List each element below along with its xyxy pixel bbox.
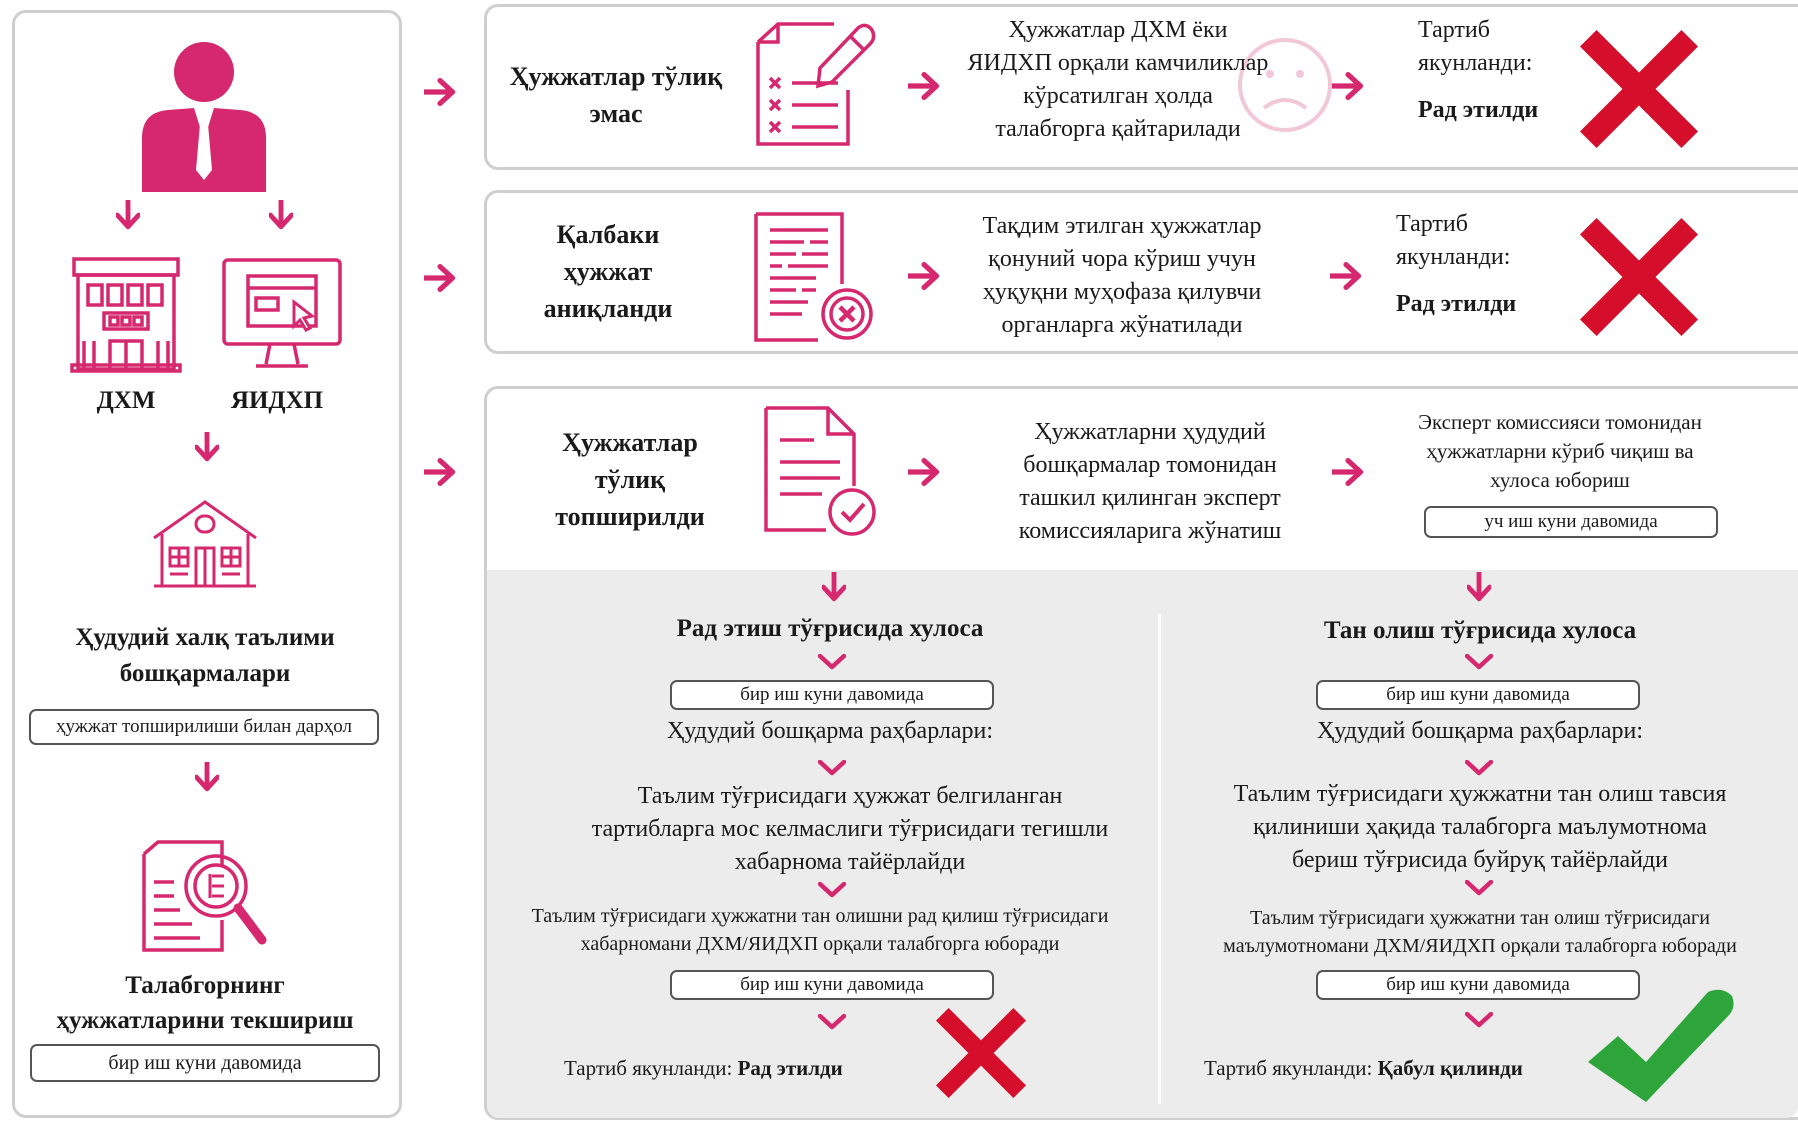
yaidhp-label: ЯИДХП (230, 387, 324, 414)
arrow-icon (195, 432, 219, 462)
arrow-icon (269, 200, 293, 230)
chevron-down-icon (818, 654, 846, 670)
row3-expert: Эксперт комиссияси томонидан ҳужжатларни… (1418, 410, 1702, 492)
arrow-icon (424, 78, 456, 106)
arrow-icon (1467, 572, 1491, 602)
accept-prepare: Таълим тўғрисидаги ҳужжатни тан олиш тав… (1233, 781, 1727, 873)
expert-timing-pill: уч иш куни давомида (1424, 506, 1718, 538)
reject-heads: Ҳудудий бошқарма раҳбарлари: (666, 718, 994, 744)
arrow-icon (116, 200, 140, 230)
reject-final: Тартиб якунланди: Рад этилди (564, 1056, 843, 1080)
arrow-icon (424, 264, 456, 292)
arrow-icon (424, 458, 456, 486)
arrow-icon (822, 572, 846, 602)
chevron-down-icon (818, 882, 846, 898)
row3-description: Ҳужжатларни ҳудудий бошқармалар томонида… (1018, 419, 1282, 544)
chevron-down-icon (1465, 880, 1493, 896)
chevron-down-icon (1465, 760, 1493, 776)
chevron-down-icon (1465, 1012, 1493, 1028)
row1-title: Ҳужжатлар тўлиқ эмас (509, 62, 723, 128)
arrow-icon (1330, 262, 1362, 290)
document-search-icon (142, 840, 267, 952)
reject-cross-icon (1580, 218, 1698, 336)
check-timing-pill: бир иш куни давомида (30, 1044, 380, 1082)
row3-title: Ҳужжатлар тўлиқ топширилди (555, 428, 705, 531)
reject-prepare: Таълим тўғрисидаги ҳужжат белгиланган та… (591, 783, 1109, 875)
accept-final: Тартиб якунланди: Қабул қилинди (1204, 1056, 1523, 1080)
school-icon (153, 500, 257, 588)
document-check-icon (764, 406, 876, 536)
chevron-down-icon (818, 1014, 846, 1030)
accept-timing-pill-1: бир иш куни давомида (1316, 680, 1640, 710)
arrow-icon (195, 762, 219, 792)
row2-description: Тақдим этилган ҳужжатлар қонуний чора кў… (982, 213, 1262, 338)
row2-panel (484, 190, 1798, 354)
row1-description: Ҳужжатлар ДХМ ёки ЯИДХП орқали камчиликл… (967, 17, 1269, 142)
reject-branch-title: Рад этиш тўғрисида хулоса (676, 615, 984, 642)
row2-result: Тартиб якунланди: Рад этилди (1396, 211, 1517, 317)
office-timing-pill: ҳужжат топширилиши билан дарҳол (29, 709, 379, 745)
check-title: Талабгорнинг ҳужжатларини текшириш (56, 972, 354, 1034)
reject-cross-icon (1580, 30, 1698, 148)
sad-face-icon (1238, 38, 1332, 132)
document-edit-icon (756, 22, 876, 146)
row2-title: Қалбаки ҳужжат аниқланди (543, 220, 673, 323)
accept-timing-pill-2: бир иш куни давомида (1316, 970, 1640, 1000)
arrow-icon (1332, 72, 1364, 100)
accept-send: Таълим тўғрисидаги ҳужжатни тан олиш тўғ… (1223, 907, 1737, 957)
accept-branch-title: Тан олиш тўғрисида хулоса (1323, 617, 1637, 644)
dhm-label: ДХМ (96, 387, 156, 414)
office-title: Ҳудудий халқ таълими бошқармалари (75, 624, 335, 687)
chevron-down-icon (1465, 654, 1493, 670)
building-icon (70, 257, 182, 373)
reject-cross-icon (936, 1008, 1026, 1098)
row1-result: Тартиб якунланди: Рад этилди (1418, 17, 1539, 123)
row1-panel (484, 4, 1798, 170)
reject-send: Таълим тўғрисидаги ҳужжатни тан олишни р… (531, 905, 1109, 955)
chevron-down-icon (818, 760, 846, 776)
reject-timing-pill-1: бир иш куни давомида (670, 680, 994, 710)
branches-area (487, 570, 1798, 1118)
left-panel (12, 10, 402, 1118)
arrow-icon (1332, 458, 1364, 486)
reject-timing-pill-2: бир иш куни давомида (670, 970, 994, 1000)
accept-heads: Ҳудудий бошқарма раҳбарлари: (1316, 718, 1644, 744)
accept-check-icon (1588, 989, 1734, 1102)
computer-icon (222, 258, 342, 368)
person-icon (142, 42, 266, 192)
branch-divider (1158, 614, 1161, 1104)
arrow-icon (908, 458, 940, 486)
document-cross-icon (754, 212, 873, 342)
